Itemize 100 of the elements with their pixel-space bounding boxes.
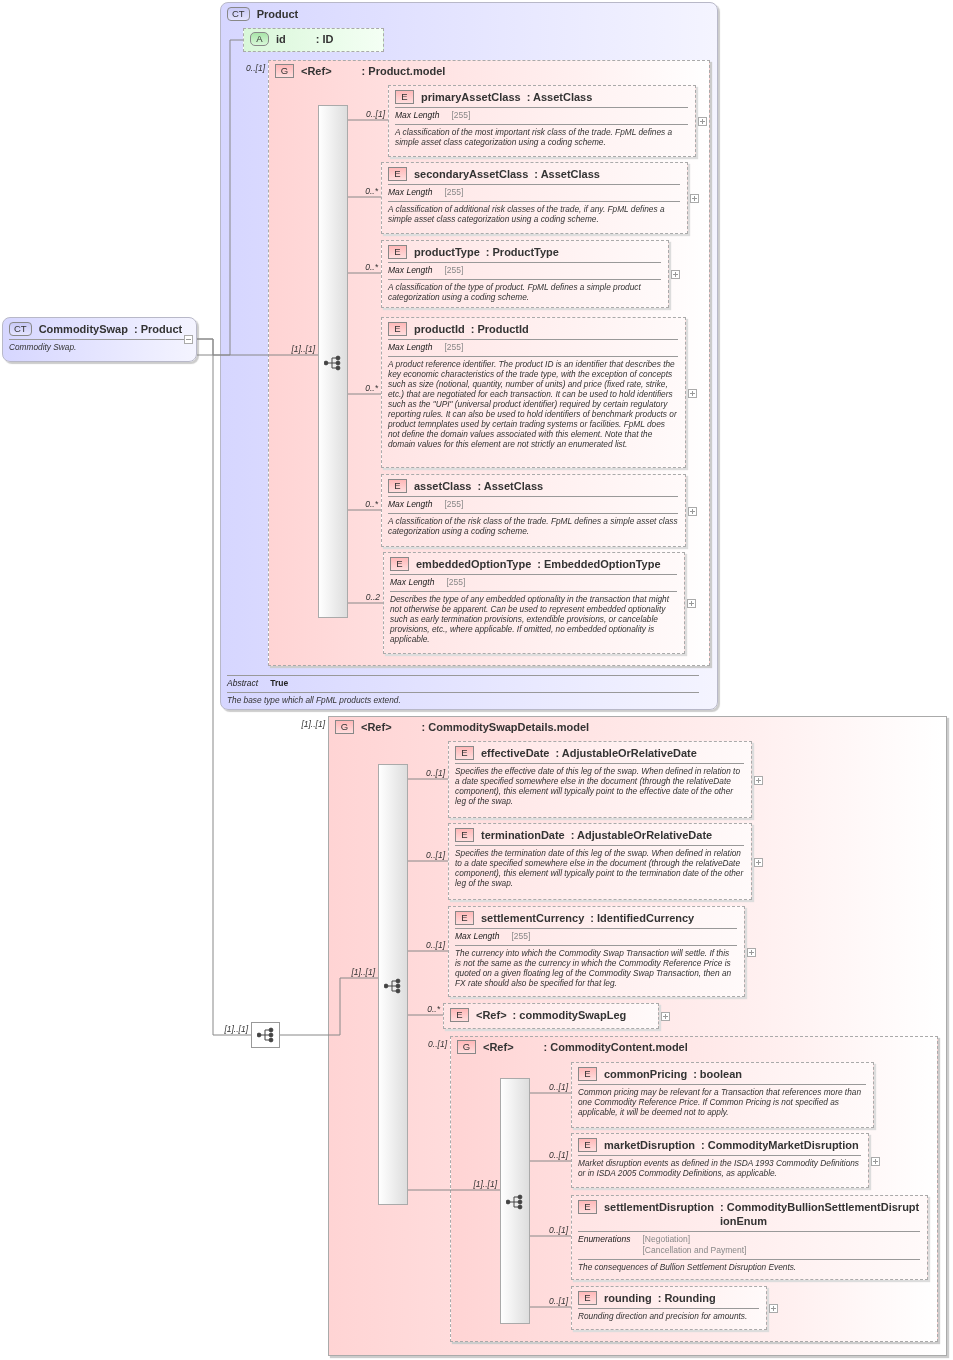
occurrence-label: 0..[1] xyxy=(428,1039,447,1049)
component-type: : CommodityMarketDisruption xyxy=(701,1138,859,1152)
component-name: id xyxy=(276,32,286,46)
component-type: : Product.model xyxy=(361,64,446,78)
component-name: <Ref> xyxy=(483,1040,514,1054)
kind-tag: E xyxy=(390,557,409,571)
type-box xyxy=(220,2,718,710)
connector-line xyxy=(529,1306,572,1308)
occurrence-label: 0..[1] xyxy=(246,63,265,73)
component-name: settlementDisruption xyxy=(604,1200,714,1214)
element-box xyxy=(388,85,696,157)
connector-line xyxy=(347,119,389,121)
facet-value: [255] xyxy=(446,577,466,588)
component-type: : CommodityBullionSettlementDisruptionEnum xyxy=(720,1200,920,1228)
description-text: The consequences of Bullion Settlement Disruption Events. xyxy=(578,1259,920,1272)
facet-value: [255] xyxy=(444,265,464,276)
kind-tag: G xyxy=(335,720,354,734)
component-type: : IdentifiedCurrency xyxy=(590,911,695,925)
component-name: settlementCurrency xyxy=(481,911,585,925)
component-name: <Ref> xyxy=(361,720,392,734)
connector-line xyxy=(196,338,252,1036)
element-box xyxy=(443,1003,659,1029)
connector-line xyxy=(347,196,382,198)
facet-label: Max Length xyxy=(388,187,433,198)
edge-label: 0..[1] xyxy=(426,940,445,950)
facet-label: Max Length xyxy=(455,931,500,942)
description-text: The base type which all FpML products extend. xyxy=(227,692,699,705)
component-type: : AssetClass xyxy=(526,90,593,104)
component-type: : AssetClass xyxy=(477,479,544,493)
component-type: : CommoditySwapDetails.model xyxy=(421,720,590,734)
component-type: : ProductType xyxy=(485,245,559,259)
connector-line xyxy=(407,1014,444,1016)
component-type: : Product xyxy=(133,322,183,336)
component-name: Product xyxy=(256,7,299,21)
component-type: : ID xyxy=(315,32,334,46)
kind-tag: G xyxy=(275,64,294,78)
kind-tag: E xyxy=(578,1138,597,1152)
description-text: A classification of the type of product. FpML defines a simple product categorization using a coding scheme. xyxy=(388,279,661,302)
connector-line xyxy=(407,778,449,780)
connector-line xyxy=(407,1189,501,1191)
edge-label: 0..[1] xyxy=(426,850,445,860)
edge-label: 0..[1] xyxy=(549,1225,568,1235)
kind-tag: A xyxy=(250,32,269,46)
kind-tag: E xyxy=(455,828,474,842)
component-type: : Rounding xyxy=(657,1291,716,1305)
edge-label: 0..[1] xyxy=(549,1082,568,1092)
component-type: : AdjustableOrRelativeDate xyxy=(555,746,697,760)
component-name: <Ref> xyxy=(301,64,332,78)
kind-tag: E xyxy=(578,1067,597,1081)
edge-label: 0..* xyxy=(365,262,378,272)
element-box xyxy=(571,1286,767,1330)
component-type: : ProductId xyxy=(470,322,529,336)
component-name: effectiveDate xyxy=(481,746,550,760)
kind-tag: E xyxy=(578,1200,597,1214)
sequence-box xyxy=(251,1022,280,1048)
facet-value: [255] xyxy=(451,110,471,121)
connector-line xyxy=(347,509,382,511)
connector-line xyxy=(529,1092,572,1094)
connector-line xyxy=(347,272,382,274)
kind-tag: E xyxy=(455,911,474,925)
facet-label: Max Length xyxy=(390,577,435,588)
sequence-bar xyxy=(378,764,408,1205)
element-box xyxy=(381,317,686,468)
edge-label: [1]..[1] xyxy=(473,1179,497,1189)
group-box xyxy=(268,60,710,666)
edge-label: 0..[1] xyxy=(549,1150,568,1160)
connector-line xyxy=(196,354,319,356)
edge-label: [1]..[1] xyxy=(224,1024,248,1034)
description-text: The currency into which the Commodity Swap Transaction will settle. If this is not the same as the currency in which the Commodity Reference Price is quoted on a given floating leg of the Commodity Swap Transaction, then an FX rate should also be specified for that leg. xyxy=(455,945,737,988)
element-box xyxy=(571,1062,874,1128)
facet-label: Max Length xyxy=(395,110,440,121)
element-box xyxy=(381,240,669,308)
attribute-box xyxy=(243,28,384,52)
element-box xyxy=(381,474,686,547)
component-name: commonPricing xyxy=(604,1067,688,1081)
element-box xyxy=(571,1133,869,1188)
description-text: Common pricing may be relevant for a Transaction that references more than one Commodity Reference Price. If Common Pricing is not specified as applicable, it will be deemed not to apply. xyxy=(578,1084,866,1117)
description-text: Specifies the effective date of this leg of the swap. When defined in relation to a date specified somewhere else in the document (through the relativeDate component), this element will typically point to the effective date of the other leg of the swap. xyxy=(455,763,744,806)
kind-tag: CT xyxy=(227,7,250,21)
element-box xyxy=(448,906,745,997)
kind-tag: E xyxy=(395,90,414,104)
edge-label: 0..* xyxy=(365,499,378,509)
component-name: productType xyxy=(414,245,480,259)
facet-value: [255] xyxy=(444,342,464,353)
element-box xyxy=(571,1195,928,1280)
facet-value: [Negotiation] xyxy=(642,1234,692,1245)
sequence-bar xyxy=(318,105,348,618)
facet-label: Max Length xyxy=(388,265,433,276)
sequence-bar xyxy=(500,1078,530,1324)
edge-label: 0..2 xyxy=(365,592,380,602)
element-box xyxy=(448,741,752,818)
facet-value: [Cancellation and Payment] xyxy=(642,1245,747,1256)
component-type: : AdjustableOrRelativeDate xyxy=(570,828,713,842)
component-type: : EmbeddedOptionType xyxy=(537,557,661,571)
description-text: A product reference identifier. The product ID is an identifier that describes the key economic characteristics of the trade type, with the exception of concepts such as size (notional, quantity, number of units) and price (fixed rate, strike, etc.) that are negotiated for each transaction. It can be used to hold identifiers such as the "UPI" (universal product identifier) required by certain regulatory reporting rules. It can also be used to hold identifiers of benchmark products or product temnplates used by certain trading systems or facilities. FpML does not define the domain values associated with this element. Note that the domain values for this element are not strictly an enumerated list. xyxy=(388,356,678,449)
connector-line xyxy=(529,1160,572,1162)
group-box xyxy=(450,1036,938,1342)
component-name: productId xyxy=(414,322,465,336)
component-name: assetClass xyxy=(414,479,472,493)
edge-label: 0..[1] xyxy=(426,768,445,778)
